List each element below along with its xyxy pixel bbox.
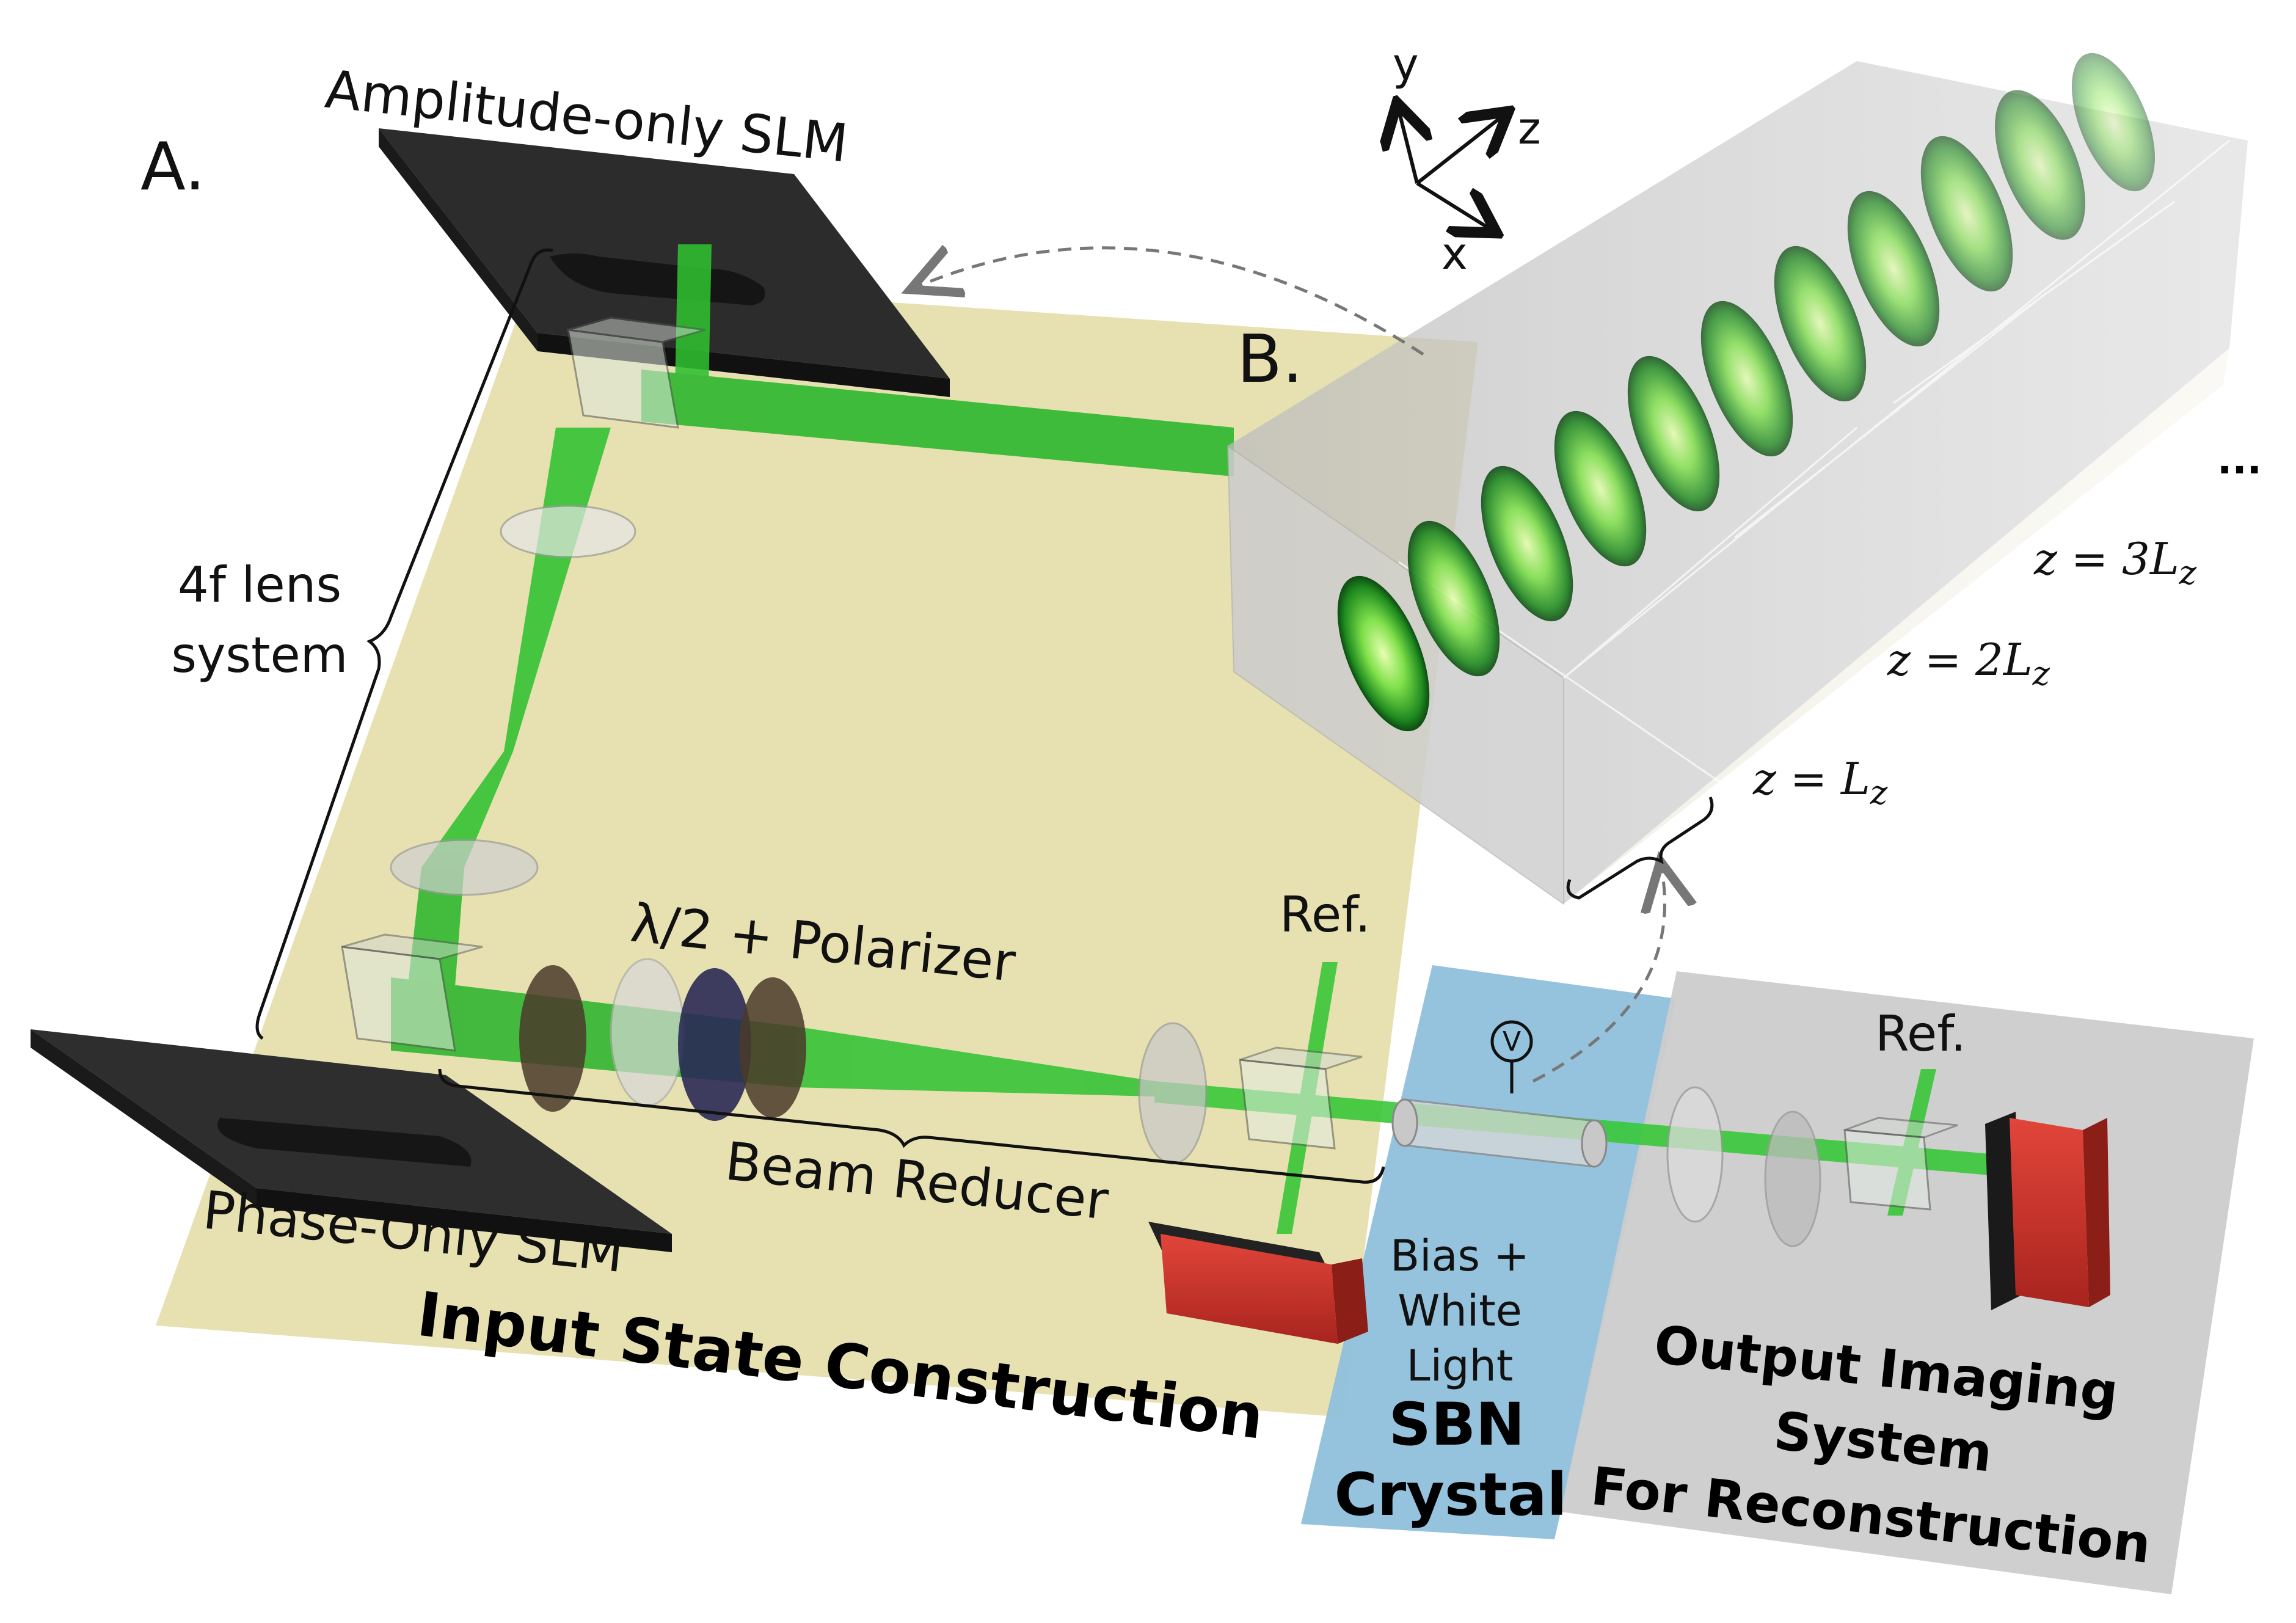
halfwave-plate	[610, 958, 685, 1107]
4f-lens-bottom	[390, 839, 539, 896]
bottom-beamsplitter-cube	[341, 933, 483, 1052]
4f-lens-top	[500, 505, 636, 558]
bias-label-line1: Bias +	[1390, 1231, 1529, 1281]
axis-z-label: z	[1518, 103, 1541, 154]
plane-label-1: z = Lz	[1752, 753, 1888, 812]
panel-label-a: A.	[140, 129, 205, 205]
crystal-label-line1: SBN	[1389, 1390, 1525, 1459]
coordinate-axes	[1399, 110, 1503, 229]
ref-beamsplitter-cube-left	[1239, 1046, 1363, 1150]
ref-label-left: Ref.	[1280, 886, 1371, 943]
output-lens-2	[1764, 1111, 1821, 1247]
beam-reducer-brace	[438, 1068, 1385, 1184]
svg-text:V: V	[1503, 1026, 1521, 1057]
bias-label-line2: White	[1398, 1286, 1522, 1336]
panel-label-b: B.	[1237, 321, 1303, 398]
beam-cross-sections	[1337, 53, 2155, 732]
dashed-arrow-to-box	[1532, 867, 1665, 1083]
ref-beamsplitter-cube-right	[1843, 1117, 1958, 1211]
output-lens-1	[1666, 1086, 1724, 1223]
crystal-label-line2: Crystal	[1334, 1461, 1567, 1529]
axis-y-label: y	[1393, 38, 1419, 90]
top-beamsplitter-cube	[567, 316, 706, 429]
filter-disk-1	[519, 965, 586, 1112]
plane-label-2: z = 2Lz	[1887, 634, 2050, 693]
sbn-crystal-rod	[1391, 1098, 1608, 1168]
plane-ellipsis: ...	[2217, 438, 2262, 483]
phase-slm	[31, 1029, 672, 1252]
4f-lens-brace	[255, 248, 553, 1040]
lens-system-label-line2: system	[171, 627, 348, 684]
bias-label-line3: Light	[1407, 1341, 1514, 1391]
plane-label-3: z = 3Lz	[2033, 533, 2197, 592]
output-panel	[1561, 971, 2254, 1594]
reducer-lens	[1138, 1022, 1208, 1165]
crystal-panel	[1301, 965, 1677, 1539]
axis-x-label: x	[1441, 228, 1468, 279]
filter-disk-2	[739, 977, 806, 1118]
voltage-source: V	[1490, 1020, 1533, 1093]
lz-brace	[1566, 797, 1714, 900]
polarizer-disk	[678, 968, 751, 1121]
camera-right	[1985, 1112, 2110, 1310]
ref-label-right: Ref.	[1875, 1005, 1966, 1062]
camera-left	[1148, 1222, 1368, 1344]
lens-system-label-line1: 4f lens	[178, 556, 341, 613]
